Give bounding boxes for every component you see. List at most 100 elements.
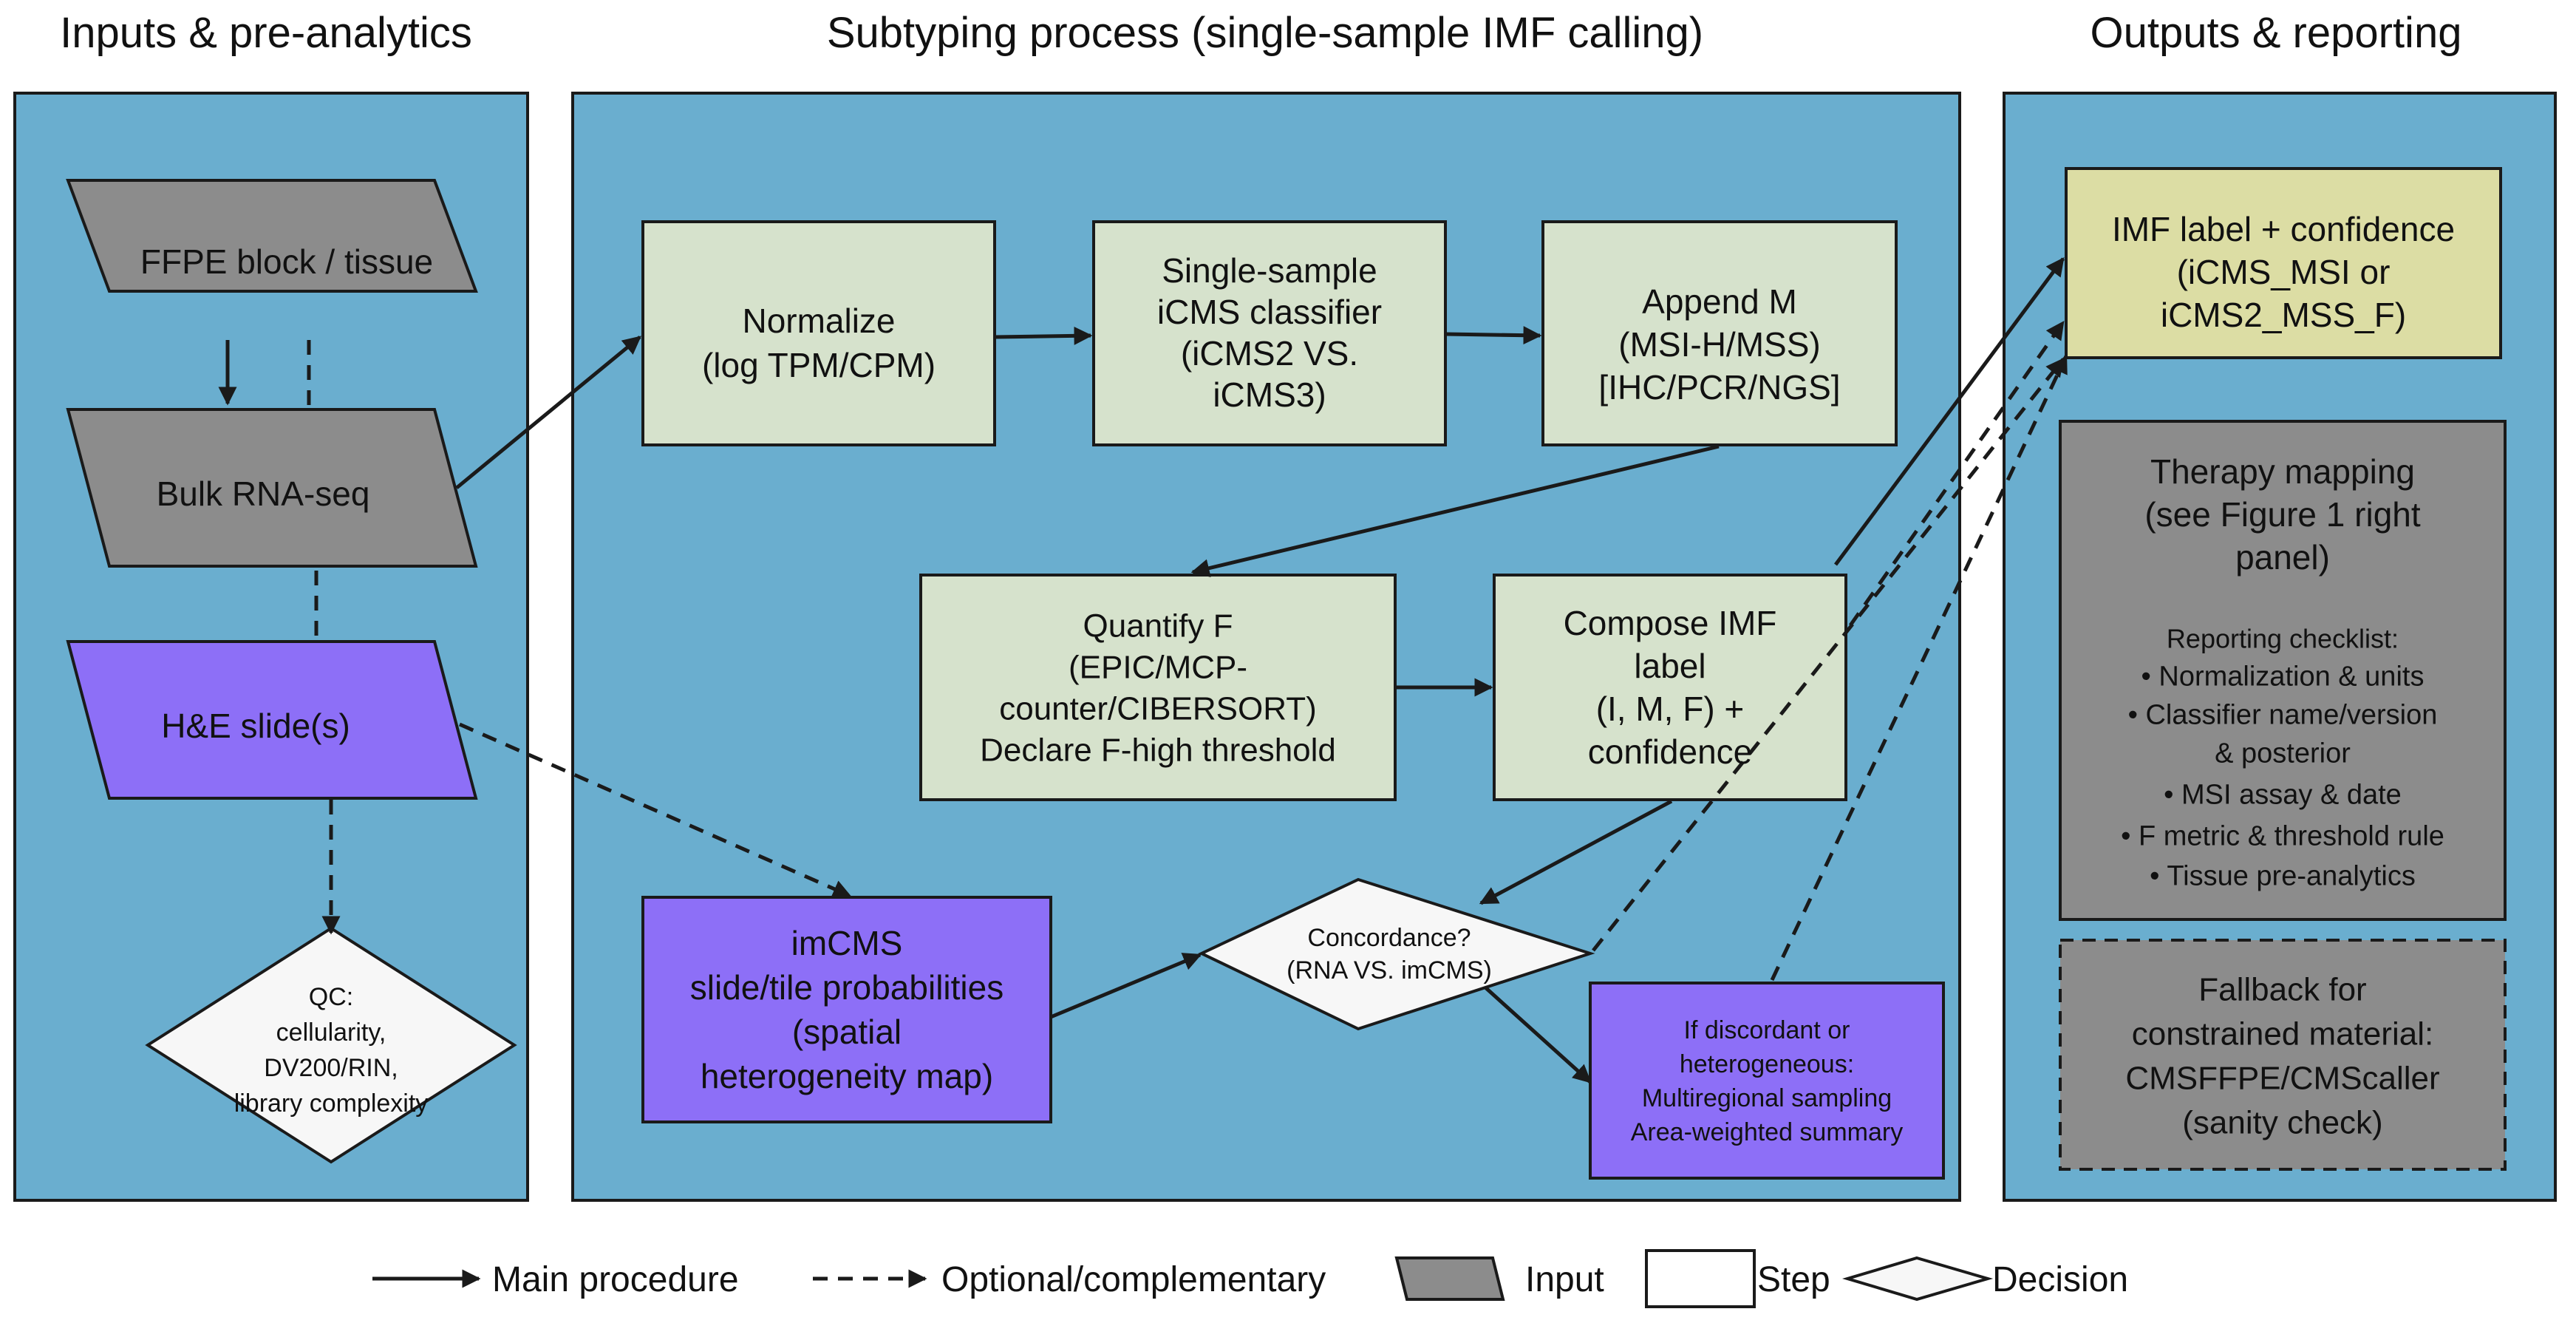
imcms-step (641, 896, 1052, 1123)
legend-optional-label: Optional/complementary (941, 1260, 1326, 1299)
classifier-label-line: iCMS classifier (1157, 293, 1382, 331)
fallback-label-line: CMSFFPE/CMScaller (2125, 1060, 2439, 1096)
dashed-discordant-to-imf-label (1770, 354, 2068, 982)
discordant-label: If discordant or heterogeneous: Multiregio… (1631, 1016, 1903, 1146)
compose-imf-label-line: Compose IMF (1564, 604, 1777, 642)
checklist-item-5-line: • Tissue pre-analytics (2150, 860, 2416, 891)
arrow-appendm-to-quantf (1190, 444, 1720, 577)
append-m-label-line: Append M (1642, 282, 1797, 321)
therapy-mapping-label-line: Therapy mapping (2150, 452, 2415, 491)
legend-decision-diamond-icon (1841, 1256, 1994, 1302)
column-title-left: Inputs & pre-analytics (60, 9, 472, 57)
checklist-item-1-line: • Normalization & units (2141, 661, 2425, 692)
dashed-concordance-to-imf-label (1592, 358, 2065, 952)
compose-imf-label-line: (I, M, F) + (1596, 690, 1745, 728)
normalize-label-line: Normalize (742, 302, 895, 340)
arrow-concordance-to-discordant (1484, 986, 1592, 1084)
bulk-rnaseq-label: Bulk RNA-seq (157, 475, 370, 513)
qc-label-line: cellularity, (276, 1018, 386, 1047)
imf-label-output-label-line: (iCMS_MSI or (2177, 253, 2391, 291)
qc-label-line: library complexity (234, 1089, 429, 1118)
append-m-step (1541, 220, 1898, 446)
qc-decision-shape (145, 926, 517, 1164)
normalize-step (641, 220, 996, 446)
quantify-f-label: Quantify F (EPIC/MCP-counter/CIBERSORT) De… (980, 608, 1336, 768)
bulk-rnaseq-input-shape (66, 408, 478, 568)
normalize-label-line: (log TPM/CPM) (702, 346, 936, 384)
therapy-mapping-box (2059, 420, 2507, 921)
imcms-label-line: (spatial (792, 1013, 902, 1051)
he-slide-input-shape (66, 640, 478, 800)
ffpe-label-line: FFPE block / tissue (140, 242, 433, 281)
compose-imf-step (1493, 574, 1847, 801)
discordant-label-line: heterogeneous: (1680, 1050, 1854, 1078)
classifier-label-line: Single-sample (1162, 251, 1377, 290)
classifier-label-line: iCMS3) (1213, 375, 1326, 414)
concordance-decision-shape (1198, 877, 1595, 1031)
checklist-item-2-line: & posterior (2215, 738, 2351, 769)
discordant-label-line: Multiregional sampling (1642, 1084, 1892, 1112)
arrow-bulk-to-normalize (455, 336, 641, 489)
fallback-label-line: Fallback for (2198, 971, 2366, 1007)
legend-main-label: Main procedure (492, 1260, 739, 1299)
checklist-item-1: • Normalization & units (2141, 661, 2425, 692)
compose-imf-label: Compose IMF label (I, M, F) + confidence (1564, 604, 1777, 771)
imcms-label-line: heterogeneity map) (701, 1057, 993, 1095)
fallback-label: Fallback for constrained material: CMSFFPE… (2125, 971, 2439, 1140)
checklist-item-4-line: • F metric & threshold rule (2121, 820, 2444, 851)
legend-decision-label: Decision (1992, 1260, 2128, 1299)
compose-imf-label-line: label (1634, 647, 1706, 685)
legend-step-label: Step (1757, 1260, 1830, 1299)
discordant-label-line: Area-weighted summary (1631, 1118, 1903, 1146)
quantify-f-label-line: counter/CIBERSORT) (999, 690, 1317, 727)
ffpe-input-shape (66, 179, 478, 293)
quantify-f-label-line: Declare F-high threshold (980, 732, 1336, 768)
qc-label-line: QC: (309, 983, 353, 1011)
arrow-classifier-to-appendm (1445, 326, 1542, 345)
checklist-item-3-line: • MSI assay & date (2164, 779, 2402, 810)
qc-label-line: DV200/RIN, (264, 1054, 398, 1082)
classifier-step (1092, 220, 1447, 446)
fallback-label-line: constrained material: (2132, 1016, 2433, 1052)
discordant-step (1589, 982, 1945, 1180)
checklist-item-4: • F metric & threshold rule (2121, 820, 2444, 851)
checklist-item-5: • Tissue pre-analytics (2150, 860, 2416, 891)
imcms-label-line: imCMS (791, 924, 903, 962)
concordance-label-line: (RNA VS. imCMS) (1287, 956, 1492, 984)
quantify-f-step (919, 574, 1397, 801)
ffpe-label: FFPE block / tissue (140, 242, 433, 281)
concordance-label-line: Concordance? (1307, 924, 1471, 952)
imf-label-output-label-line: iCMS2_MSS_F) (2161, 296, 2406, 334)
imcms-label-line: slide/tile probabilities (690, 968, 1004, 1007)
fallback-label-line: (sanity check) (2182, 1104, 2382, 1140)
arrow-compose-to-concordance (1479, 799, 1673, 905)
quantify-f-label-line: (EPIC/MCP- (1069, 649, 1247, 685)
checklist-item-3: • MSI assay & date (2164, 779, 2402, 810)
normalize-label: Normalize (log TPM/CPM) (702, 302, 936, 384)
append-m-label: Append M(MSI-H/MSS)[IHC/PCR/NGS] (1598, 282, 1840, 407)
qc-label: QC: cellularity, DV200/RIN, library complex… (234, 983, 429, 1118)
arrow-compose-to-imf-label (1833, 256, 2065, 566)
concordance-label: Concordance? (RNA VS. imCMS) (1287, 924, 1492, 984)
quantify-f-label-line: Quantify F (1083, 608, 1233, 644)
column-title-center: Subtyping process (single-sample IMF cal… (827, 9, 1703, 57)
compose-imf-label-line: confidence (1588, 732, 1753, 771)
imf-label-output-label-line: IMF label + confidence (2112, 210, 2455, 248)
fallback-box (2059, 939, 2507, 1171)
arrow-imcms-to-concordance (1050, 953, 1202, 1019)
classifier-label-line: (iCMS2 VS. (1181, 334, 1358, 373)
imf-label-output (2065, 167, 2502, 359)
dashed-compose-to-imf-label (1848, 320, 2065, 627)
therapy-mapping-label-line: (see Figure 1 right (2144, 495, 2420, 534)
discordant-label-line: If discordant or (1684, 1016, 1850, 1044)
arrow-normalize-to-classifier (994, 326, 1093, 345)
bulk-rnaseq-label-line: Bulk RNA-seq (157, 475, 370, 513)
he-slide-label: H&E slide(s) (161, 707, 350, 745)
imcms-label: imCMS slide/tile probabilities (spatial het… (690, 924, 1004, 1095)
he-slide-label-line: H&E slide(s) (161, 707, 350, 745)
checklist-item-2: • Classifier name/version& posterior (2128, 699, 2438, 769)
checklist-title-label-line: Reporting checklist: (2167, 624, 2399, 654)
